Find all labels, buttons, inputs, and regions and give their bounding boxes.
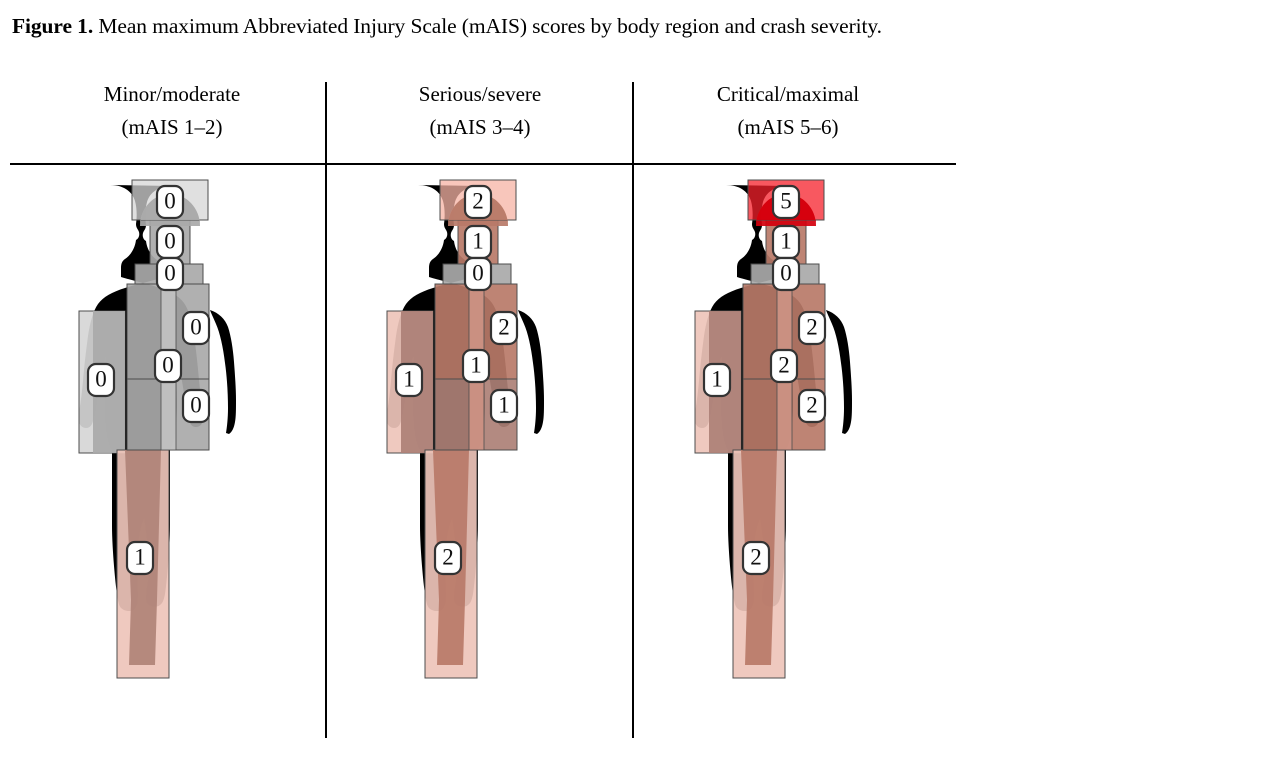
score-badge-face-value: 1	[472, 228, 484, 253]
score-badge-abdomen-value: 2	[806, 392, 818, 417]
score-badge-thorax-value: 2	[498, 314, 510, 339]
injury-region-overlays	[386, 179, 518, 679]
figure-caption-label: Figure 1.	[12, 14, 94, 38]
score-badge-abdomen-value: 0	[190, 392, 202, 417]
score-badge-spine-value: 0	[162, 352, 174, 377]
column-header-band: Minor/moderate (mAIS 1–2) Serious/severe…	[0, 78, 964, 164]
score-badge-abdomen-value: 1	[498, 392, 510, 417]
score-badge-upper-extremity: 1	[702, 362, 732, 398]
header-horizontal-rule	[10, 163, 956, 165]
figure-caption-text: Mean maximum Abbreviated Injury Scale (m…	[93, 14, 882, 38]
score-badge-spine: 1	[461, 348, 491, 384]
score-badge-face: 0	[155, 224, 185, 260]
column-header-line2: (mAIS 5–6)	[737, 115, 839, 139]
column-header-line1: Serious/severe	[418, 82, 542, 106]
score-badge-upper-extremity-value: 1	[403, 366, 415, 391]
column-header-critical-maximal: Critical/maximal (mAIS 5–6)	[638, 78, 938, 144]
score-badge-abdomen: 1	[489, 388, 519, 424]
score-badge-upper-extremity: 1	[394, 362, 424, 398]
score-badge-upper-extremity-value: 0	[95, 366, 107, 391]
column-divider-1	[325, 82, 327, 738]
score-badge-spine-value: 2	[778, 352, 790, 377]
score-badge-face-value: 1	[780, 228, 792, 253]
score-badge-thorax: 2	[489, 310, 519, 346]
column-header-serious-severe: Serious/severe (mAIS 3–4)	[330, 78, 630, 144]
score-badge-head-value: 2	[472, 188, 484, 213]
column-header-line1: Minor/moderate	[103, 82, 241, 106]
column-divider-2	[632, 82, 634, 738]
score-badge-lower-extremity: 2	[741, 540, 771, 576]
score-badge-abdomen: 2	[797, 388, 827, 424]
score-badge-face: 1	[463, 224, 493, 260]
score-badge-head: 2	[463, 184, 493, 220]
score-badge-lower-extremity-value: 1	[134, 544, 146, 569]
score-badge-neck: 0	[463, 256, 493, 292]
score-badge-spine-value: 1	[470, 352, 482, 377]
score-badge-head-value: 0	[164, 188, 176, 213]
column-header-line1: Critical/maximal	[716, 82, 860, 106]
figure-caption: Figure 1. Mean maximum Abbreviated Injur…	[12, 12, 1252, 40]
score-badge-lower-extremity: 2	[433, 540, 463, 576]
score-badge-lower-extremity-value: 2	[442, 544, 454, 569]
score-badge-thorax: 2	[797, 310, 827, 346]
score-badge-upper-extremity-value: 1	[711, 366, 723, 391]
score-badge-upper-extremity: 0	[86, 362, 116, 398]
column-header-line2: (mAIS 1–2)	[121, 115, 223, 139]
score-badge-spine: 2	[769, 348, 799, 384]
score-badge-neck: 0	[155, 256, 185, 292]
score-badge-abdomen: 0	[181, 388, 211, 424]
score-badge-spine: 0	[153, 348, 183, 384]
score-badge-neck: 0	[771, 256, 801, 292]
score-badge-lower-extremity-value: 2	[750, 544, 762, 569]
score-badge-neck-value: 0	[164, 260, 176, 285]
score-badge-thorax-value: 2	[806, 314, 818, 339]
column-header-line2: (mAIS 3–4)	[429, 115, 531, 139]
score-badge-head: 0	[155, 184, 185, 220]
score-badge-thorax-value: 0	[190, 314, 202, 339]
score-badge-thorax: 0	[181, 310, 211, 346]
score-badge-head: 5	[771, 184, 801, 220]
score-badge-face: 1	[771, 224, 801, 260]
score-badge-lower-extremity: 1	[125, 540, 155, 576]
score-badge-neck-value: 0	[780, 260, 792, 285]
score-badge-neck-value: 0	[472, 260, 484, 285]
score-badge-face-value: 0	[164, 228, 176, 253]
score-badge-head-value: 5	[780, 188, 792, 213]
column-header-minor-moderate: Minor/moderate (mAIS 1–2)	[22, 78, 322, 144]
